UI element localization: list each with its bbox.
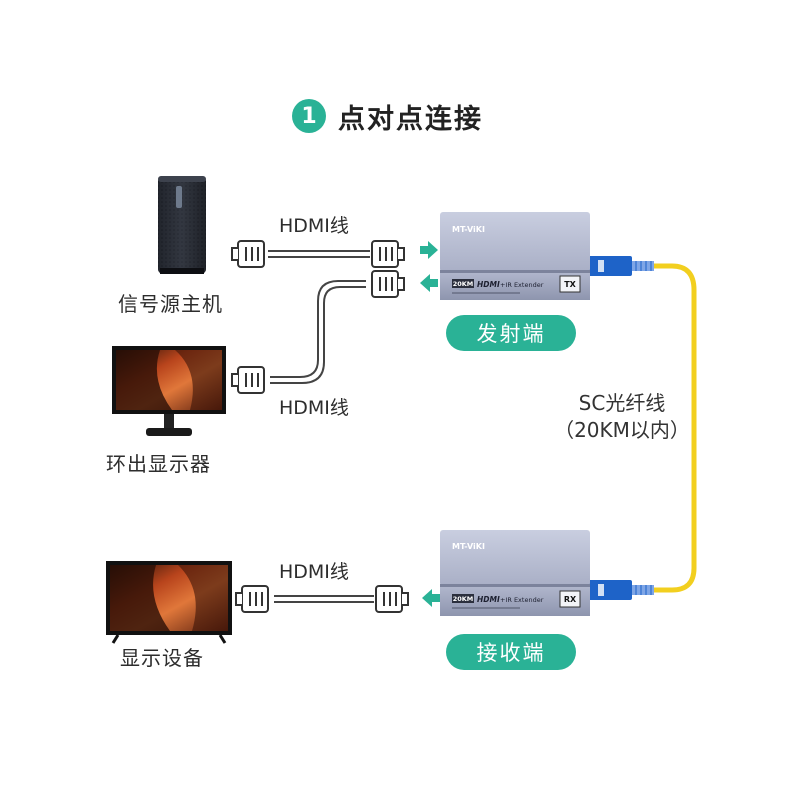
hdmi-plug-icon <box>371 240 405 268</box>
fiber-cable-label: SC光纤线 （20KM以内） <box>552 390 692 444</box>
hdmi-cable-label: HDMI线 <box>279 215 349 237</box>
hdmi-cable-label: HDMI线 <box>279 397 349 419</box>
fiber-type-text: SC光纤线 <box>578 391 666 415</box>
km-text: 20KM <box>453 280 474 288</box>
hdmi-text: HDMI <box>477 595 500 604</box>
receiver-unit: MT-ViKI 20KM HDMI +IR Extender RX <box>440 530 590 616</box>
source-pc-icon <box>158 176 206 274</box>
fiber-cable <box>652 263 697 593</box>
hdmi-cable-bottom <box>274 595 374 603</box>
tx-tag: TX <box>564 280 576 289</box>
diagram-title: 1 点对点连接 <box>292 96 483 136</box>
loop-monitor-icon <box>112 346 226 436</box>
km-text: 20KM <box>453 595 474 603</box>
transmitter-label-badge: 发射端 <box>446 315 576 351</box>
receiver-label-badge: 接收端 <box>446 634 576 670</box>
rx-tag: RX <box>564 595 577 604</box>
arrow-in-icon <box>420 241 438 259</box>
model-text: +IR Extender <box>500 281 544 289</box>
hdmi-plug-icon <box>371 270 405 298</box>
hdmi-cable-top <box>268 250 370 258</box>
hdmi-text: HDMI <box>477 280 500 289</box>
display-label: 显示设备 <box>120 646 204 670</box>
hdmi-cable-loop <box>270 280 366 384</box>
hdmi-plug-icon <box>231 240 265 268</box>
arrow-out-icon <box>420 274 438 292</box>
source-label: 信号源主机 <box>118 292 223 316</box>
fiber-distance-text: （20KM以内） <box>554 418 690 442</box>
transmitter-unit: MT-ViKI 20KM HDMI +IR Extender TX <box>440 212 590 300</box>
hdmi-plug-icon <box>235 585 269 613</box>
display-tv-icon <box>106 561 232 644</box>
model-text: +IR Extender <box>500 596 544 604</box>
hdmi-plug-icon <box>375 585 409 613</box>
step-number-badge: 1 <box>292 99 326 133</box>
sc-connector-icon <box>588 580 654 600</box>
hdmi-cable-label: HDMI线 <box>279 561 349 583</box>
title-text: 点对点连接 <box>338 103 483 135</box>
arrow-out-icon <box>422 589 440 607</box>
brand-text: MT-ViKI <box>452 225 485 234</box>
sc-connector-icon <box>588 256 654 276</box>
loop-monitor-label: 环出显示器 <box>106 452 211 476</box>
hdmi-plug-icon <box>231 366 265 394</box>
brand-text: MT-ViKI <box>452 542 485 551</box>
